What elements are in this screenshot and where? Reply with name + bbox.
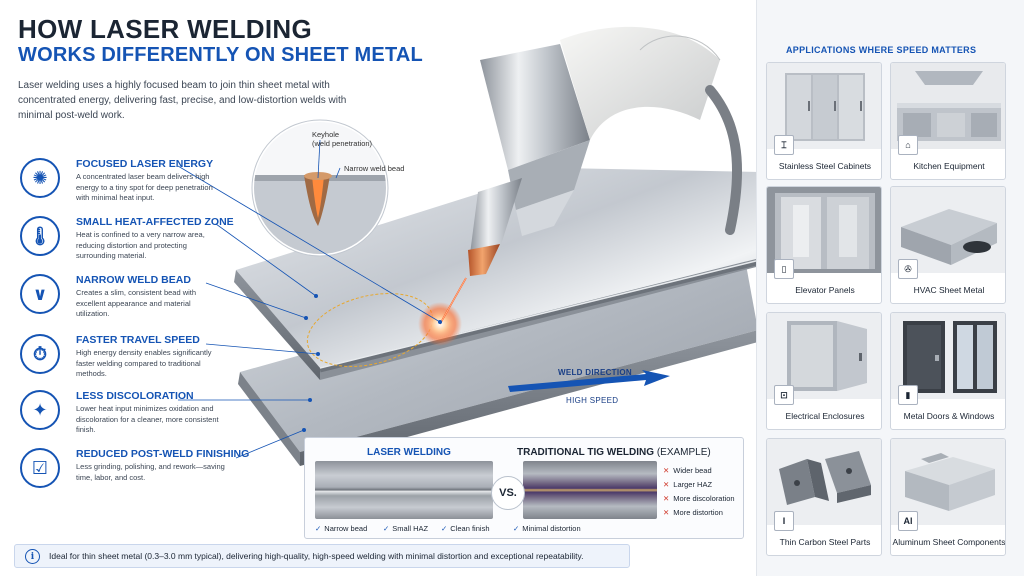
laser-check-item: ✓Clean finish — [441, 524, 490, 533]
feature-title: FOCUSED LASER ENERGY — [76, 158, 214, 170]
page-subtitle: WORKS DIFFERENTLY ON SHEET METAL — [18, 44, 423, 66]
weld-seam — [319, 259, 760, 373]
cabinet-icon: ⌶ — [774, 135, 794, 155]
enclosure-icon: ⊡ — [774, 385, 794, 405]
feature-description: Heat is confined to a very narrow area, … — [76, 230, 205, 260]
stopwatch-icon: ⏱ — [20, 334, 60, 374]
kitchen-photo — [891, 63, 1005, 149]
application-card-elevator: ▯ Elevator Panels — [766, 186, 882, 304]
feature-small-haz: 🌡 SMALL HEAT-AFFECTED ZONE Heat is confi… — [20, 216, 250, 272]
feature-title: FASTER TRAVEL SPEED — [76, 334, 200, 346]
weld-direction-label: WELD DIRECTION — [558, 368, 632, 377]
weld-direction-arrow — [508, 370, 670, 392]
enclosure-photo — [767, 313, 881, 399]
feature-description: Creates a slim, consistent bead with exc… — [76, 288, 197, 318]
application-card-enclosures: ⊡ Electrical Enclosures — [766, 312, 882, 430]
application-label: Electrical Enclosures — [785, 411, 865, 421]
feature-title: NARROW WELD BEAD — [76, 274, 191, 286]
application-label: Thin Carbon Steel Parts — [779, 537, 871, 547]
welding-illustration — [177, 26, 760, 466]
check-icon: ✓ — [383, 524, 390, 533]
feature-narrow-weld-bead: ∨ NARROW WELD BEAD Creates a slim, consi… — [20, 274, 250, 330]
application-label: HVAC Sheet Metal — [913, 285, 985, 295]
elevator-photo — [767, 187, 881, 273]
feature-title: LESS DISCOLORATION — [76, 390, 194, 402]
feature-description: High energy density enables significantl… — [76, 348, 212, 378]
application-label: Aluminum Sheet Components — [892, 537, 1006, 547]
laser-check-item: ✓Narrow bead — [315, 524, 368, 533]
application-label: Stainless Steel Cabinets — [778, 161, 872, 171]
feature-faster-travel-speed: ⏱ FASTER TRAVEL SPEED High energy densit… — [20, 334, 250, 390]
application-label: Metal Doors & Windows — [903, 411, 995, 421]
cross-icon: ✕ — [663, 466, 670, 475]
cross-icon: ✕ — [663, 494, 670, 503]
keyhole-label: Keyhole (weld penetration) — [312, 130, 373, 148]
torch-nozzle — [468, 244, 500, 276]
vs-badge: VS. — [491, 476, 525, 510]
tig-con-item: ✕More discoloration — [663, 494, 735, 503]
i-beam-icon: I — [774, 511, 794, 531]
laser-check-item: ✓Minimal distortion — [513, 524, 581, 533]
aluminum-icon: Al — [898, 511, 918, 531]
application-card-doors: ▮ Metal Doors & Windows — [890, 312, 1006, 430]
laser-bead-photo — [315, 461, 493, 519]
feature-title: REDUCED POST-WELD FINISHING — [76, 448, 250, 460]
cross-icon: ✕ — [663, 480, 670, 489]
application-card-kitchen: ⌂ Kitchen Equipment — [890, 62, 1006, 180]
application-label: Kitchen Equipment — [913, 161, 985, 171]
check-icon: ✓ — [513, 524, 520, 533]
feature-description: A concentrated laser beam delivers high … — [76, 172, 213, 202]
cabinet-photo — [767, 63, 881, 149]
sparkle-icon: ✦ — [20, 390, 60, 430]
feature-reduced-finishing: ☑ REDUCED POST-WELD FINISHING Less grind… — [20, 448, 250, 504]
check-icon: ✓ — [315, 524, 322, 533]
laser-check-item: ✓Small HAZ — [383, 524, 429, 533]
info-icon: i — [25, 549, 40, 564]
feature-focused-laser-energy: ✺ FOCUSED LASER ENERGY A concentrated la… — [20, 158, 250, 214]
high-speed-label: HIGH SPEED — [566, 396, 619, 405]
tig-welding-heading: TRADITIONAL TIG WELDING (EXAMPLE) — [517, 447, 711, 458]
top-plate — [236, 168, 760, 368]
application-card-cabinets: ⌶ Stainless Steel Cabinets — [766, 62, 882, 180]
intro-paragraph: Laser welding uses a highly focused beam… — [18, 80, 347, 121]
doors-photo — [891, 313, 1005, 399]
tig-bead-photo — [523, 461, 657, 519]
checklist-icon: ☑ — [20, 448, 60, 488]
info-note-text: Ideal for thin sheet metal (0.3–3.0 mm t… — [49, 551, 584, 561]
info-note: i Ideal for thin sheet metal (0.3–3.0 mm… — [14, 544, 630, 568]
tig-con-item: ✕Wider bead — [663, 466, 712, 475]
aluminum-photo — [891, 439, 1005, 525]
fan-icon: ✇ — [898, 259, 918, 279]
tig-con-item: ✕More distortion — [663, 508, 723, 517]
feature-description: Less grinding, polishing, and rework—sav… — [76, 462, 225, 482]
application-card-carbon-steel: I Thin Carbon Steel Parts — [766, 438, 882, 556]
comparison-panel: LASER WELDING TRADITIONAL TIG WELDING (E… — [304, 437, 744, 539]
page-title: HOW LASER WELDING — [18, 14, 312, 44]
elevator-icon: ▯ — [774, 259, 794, 279]
carbon-steel-photo — [767, 439, 881, 525]
application-label: Elevator Panels — [795, 285, 855, 295]
starburst-icon: ✺ — [20, 158, 60, 198]
laser-torch — [468, 26, 743, 276]
callout-lines — [177, 139, 441, 459]
cross-icon: ✕ — [663, 508, 670, 517]
feature-description: Lower heat input minimizes oxidation and… — [76, 404, 219, 434]
narrow-bead-icon: ∨ — [20, 274, 60, 314]
laser-welding-heading: LASER WELDING — [367, 447, 451, 458]
door-icon: ▮ — [898, 385, 918, 405]
tig-con-item: ✕Larger HAZ — [663, 480, 713, 489]
application-card-hvac: ✇ HVAC Sheet Metal — [890, 186, 1006, 304]
narrow-bead-label: Narrow weld bead — [344, 164, 405, 173]
hvac-photo — [891, 187, 1005, 273]
check-icon: ✓ — [441, 524, 448, 533]
thermometer-icon: 🌡 — [20, 216, 60, 256]
range-hood-icon: ⌂ — [898, 135, 918, 155]
bottom-plate-edge — [300, 330, 758, 466]
feature-less-discoloration: ✦ LESS DISCOLORATION Lower heat input mi… — [20, 390, 250, 446]
feature-title: SMALL HEAT-AFFECTED ZONE — [76, 216, 234, 228]
application-card-aluminum: Al Aluminum Sheet Components — [890, 438, 1006, 556]
applications-title: APPLICATIONS WHERE SPEED MATTERS — [786, 45, 977, 55]
